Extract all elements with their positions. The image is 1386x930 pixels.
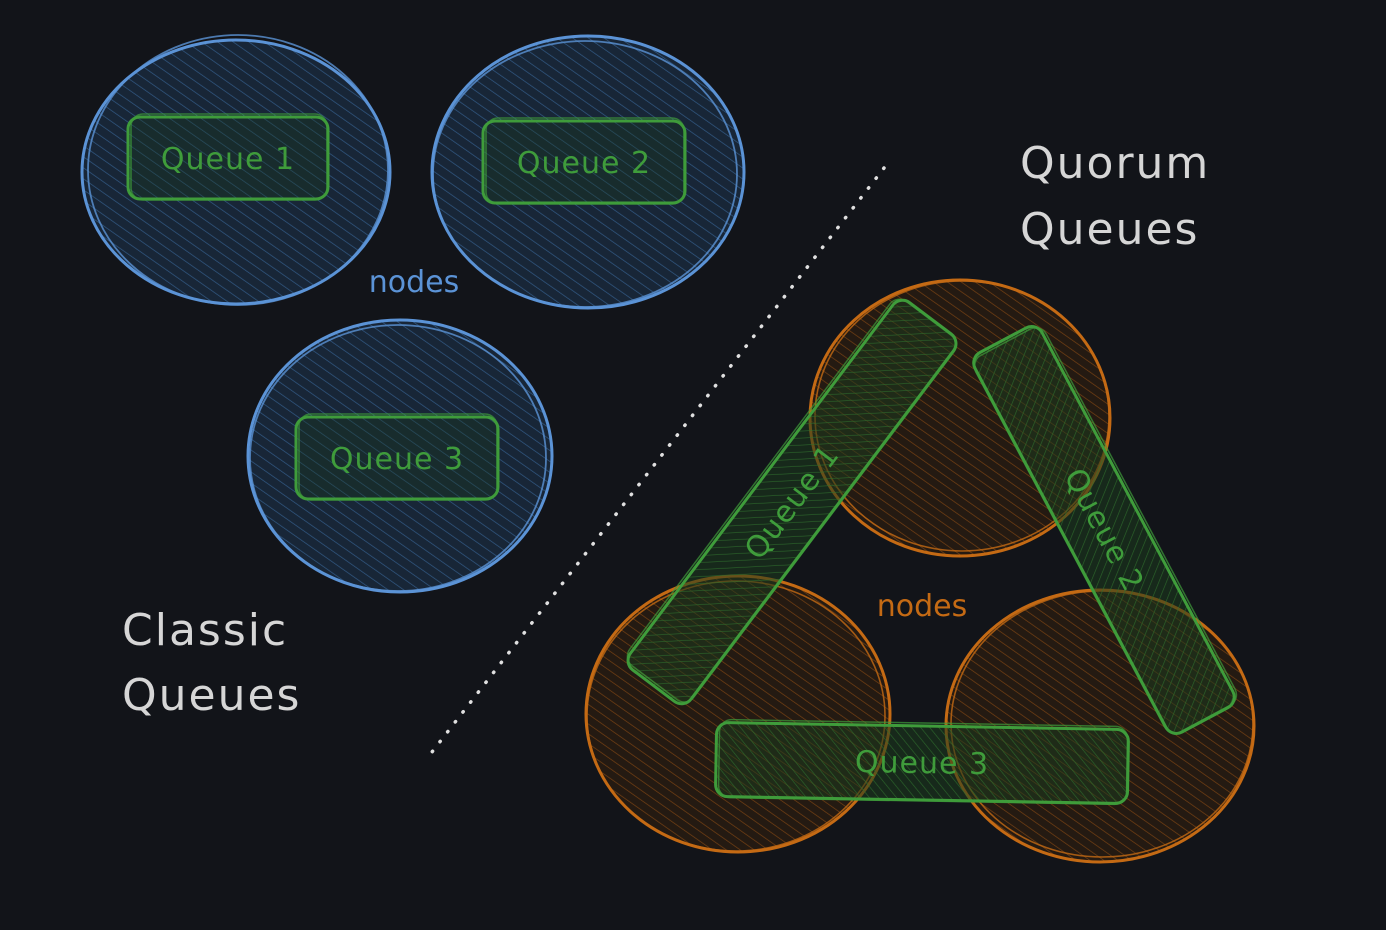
quorum-queue-2-outline	[972, 325, 1236, 735]
classic-node-3-hatch	[248, 320, 552, 592]
classic-queue-2-box	[481, 119, 687, 205]
quorum-nodes-label: nodes	[877, 589, 968, 624]
quorum-queue-3-outline-sketch	[717, 718, 1129, 806]
quorum-queue-1-outline	[626, 298, 958, 706]
classic-node-1-outline	[80, 38, 392, 306]
classic-node-3-outline-sketch	[249, 324, 547, 592]
classic-queue-3-label: Queue 3	[330, 442, 464, 477]
quorum-queue-1-hatch	[628, 300, 956, 704]
quorum-queue-3: Queue 3	[714, 718, 1130, 806]
classic-node-2-outline	[430, 34, 746, 310]
classic-queue-3-box-sketch	[298, 413, 498, 501]
quorum-queue-1-outline-sketch	[626, 298, 957, 703]
classic-node-1-hatch	[82, 40, 390, 304]
classic-side: Queue 1 Queue 2 Queue 3 nodes Classic Qu…	[80, 34, 746, 721]
classic-queue-3-box	[294, 415, 500, 501]
classic-queue-1-box	[126, 115, 330, 201]
quorum-heading-line2: Queues	[1020, 204, 1199, 255]
classic-nodes-label: nodes	[369, 265, 460, 300]
classic-heading-line2: Queues	[122, 670, 301, 721]
quorum-queue-3-label: Queue 3	[855, 745, 990, 782]
classic-queue-1-label: Queue 1	[161, 142, 295, 177]
quorum-queue-2-hatch	[973, 326, 1235, 734]
quorum-queue-3-hatch	[715, 722, 1129, 804]
classic-node-3: Queue 3	[246, 318, 554, 594]
quorum-queue-3-outline	[714, 721, 1130, 805]
classic-node-3-outline	[246, 318, 554, 594]
classic-node-1: Queue 1	[80, 34, 392, 306]
classic-node-2: Queue 2	[430, 34, 746, 310]
classic-node-1-outline-sketch	[87, 34, 389, 306]
classic-node-2-hatch	[432, 36, 744, 308]
classic-queue-1-box-sketch	[130, 113, 328, 201]
classic-queue-2-box-sketch	[485, 117, 685, 205]
classic-queue-2-label: Queue 2	[517, 146, 651, 181]
quorum-queue-2-outline-sketch	[973, 327, 1238, 734]
quorum-heading-line1: Quorum	[1020, 138, 1210, 189]
classic-heading-line1: Classic	[122, 605, 288, 656]
classic-node-2-outline-sketch	[432, 40, 738, 308]
